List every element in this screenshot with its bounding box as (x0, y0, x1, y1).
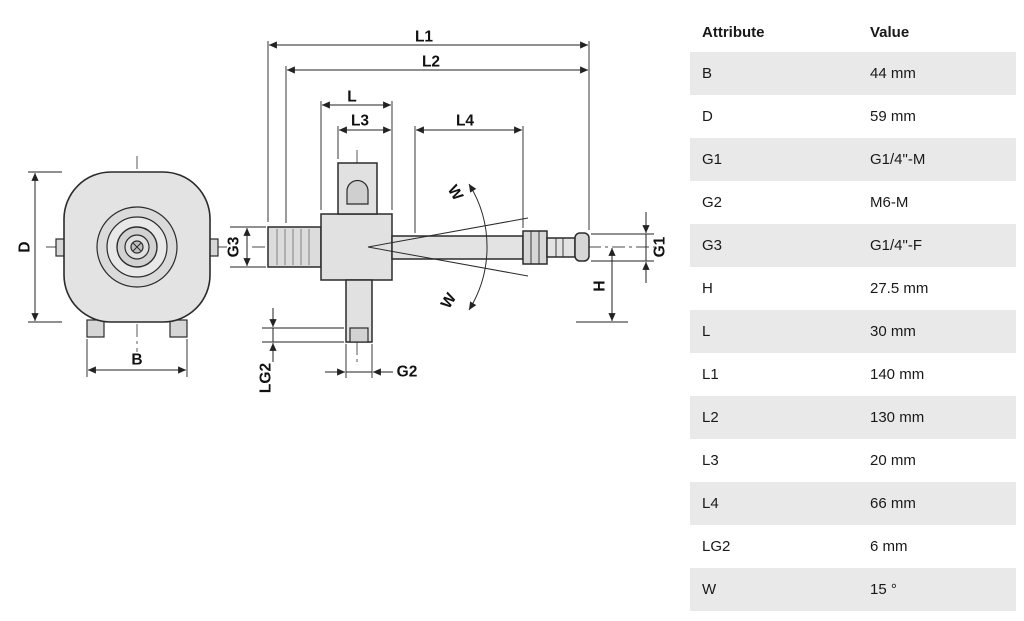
attribute-cell: H (702, 280, 713, 297)
attribute-cell: LG2 (702, 538, 731, 555)
dim-label-g2: G2 (397, 364, 418, 381)
value-cell: 44 mm (870, 65, 916, 82)
dim-label-w-top: W (444, 182, 466, 204)
value-cell: 140 mm (870, 366, 925, 383)
attribute-cell: L2 (702, 409, 719, 426)
table-row: L3 20 mm (690, 439, 1016, 482)
table-row: L 30 mm (690, 310, 1016, 353)
spec-table-body: B 44 mm D 59 mm G1 G1/4"-M G2 M6-M G3 G1/4"-F H 27.… (690, 52, 1016, 611)
table-row: L4 66 mm (690, 482, 1016, 525)
dim-label-b: B (131, 352, 142, 369)
table-row: LG2 6 mm (690, 525, 1016, 568)
value-cell: 6 mm (870, 538, 908, 555)
dim-label-g3: G3 (226, 236, 243, 257)
attribute-cell: G3 (702, 237, 723, 254)
attribute-cell: L4 (702, 495, 719, 512)
side-body (267, 162, 590, 343)
table-row: L2 130 mm (690, 396, 1016, 439)
table-row: B 44 mm (690, 52, 1016, 95)
dim-label-lg2: LG2 (258, 363, 275, 393)
dim-label-w-bottom: W (438, 290, 460, 312)
table-row: L1 140 mm (690, 353, 1016, 396)
dim-label-l2: L2 (422, 54, 440, 71)
tower-slot (346, 179, 369, 205)
dim-label-d: D (17, 241, 34, 252)
table-row: G2 M6-M (690, 181, 1016, 224)
value-cell: G1/4"-M (870, 151, 926, 168)
collar (522, 230, 548, 265)
attribute-cell: W (702, 581, 717, 598)
attribute-header: Attribute (702, 23, 765, 41)
value-cell: 15 ° (870, 581, 897, 598)
attribute-cell: G1 (702, 151, 723, 168)
foot-left (86, 319, 105, 338)
foot-right (169, 319, 188, 338)
actuator-tower (337, 162, 378, 215)
front-body (55, 171, 219, 338)
valve-block (320, 213, 393, 281)
dim-label-l4: L4 (456, 113, 474, 130)
value-header: Value (870, 23, 910, 41)
attribute-cell: D (702, 108, 713, 125)
value-cell: M6-M (870, 194, 909, 211)
value-cell: G1/4"-F (870, 237, 923, 254)
value-cell: 27.5 mm (870, 280, 929, 297)
stem-tip (349, 327, 369, 343)
table-header-row: Attribute Value (690, 12, 1016, 52)
attribute-cell: L1 (702, 366, 719, 383)
value-cell: 20 mm (870, 452, 916, 469)
technical-drawing: D B (17, 29, 669, 394)
value-cell: 130 mm (870, 409, 925, 426)
table-row: H 27.5 mm (690, 267, 1016, 310)
value-cell: 59 mm (870, 108, 916, 125)
cone-angle-w (367, 183, 529, 311)
attribute-cell: L (702, 323, 711, 340)
value-cell: 66 mm (870, 495, 916, 512)
barb-end-ring (574, 232, 590, 262)
attribute-cell: G2 (702, 194, 723, 211)
thread-lines (276, 229, 310, 265)
front-dimension-lines (28, 171, 188, 377)
dim-label-g1: G1 (652, 236, 669, 257)
side-view: L1 L2 L L3 L4 G3 G1 H LG2 G2 W W (226, 29, 669, 394)
dim-label-l: L (347, 89, 356, 106)
table-row: G1 G1/4"-M (690, 138, 1016, 181)
spec-table: Attribute Value B 44 mm D 59 mm G1 G1/4"-M G2 M… (690, 12, 1016, 611)
dim-label-h: H (592, 280, 609, 291)
side-dimension-lines (230, 41, 654, 378)
dim-label-l3: L3 (351, 113, 369, 130)
table-row: W 15 ° (690, 568, 1016, 611)
attribute-cell: L3 (702, 452, 719, 469)
table-row: G3 G1/4"-F (690, 224, 1016, 267)
dim-label-l1: L1 (415, 29, 433, 46)
inlet-port-g3 (267, 226, 322, 268)
table-row: D 59 mm (690, 95, 1016, 138)
front-view: D B (17, 156, 228, 377)
value-cell: 30 mm (870, 323, 916, 340)
attribute-cell: B (702, 65, 713, 82)
hose-barb (546, 237, 576, 258)
